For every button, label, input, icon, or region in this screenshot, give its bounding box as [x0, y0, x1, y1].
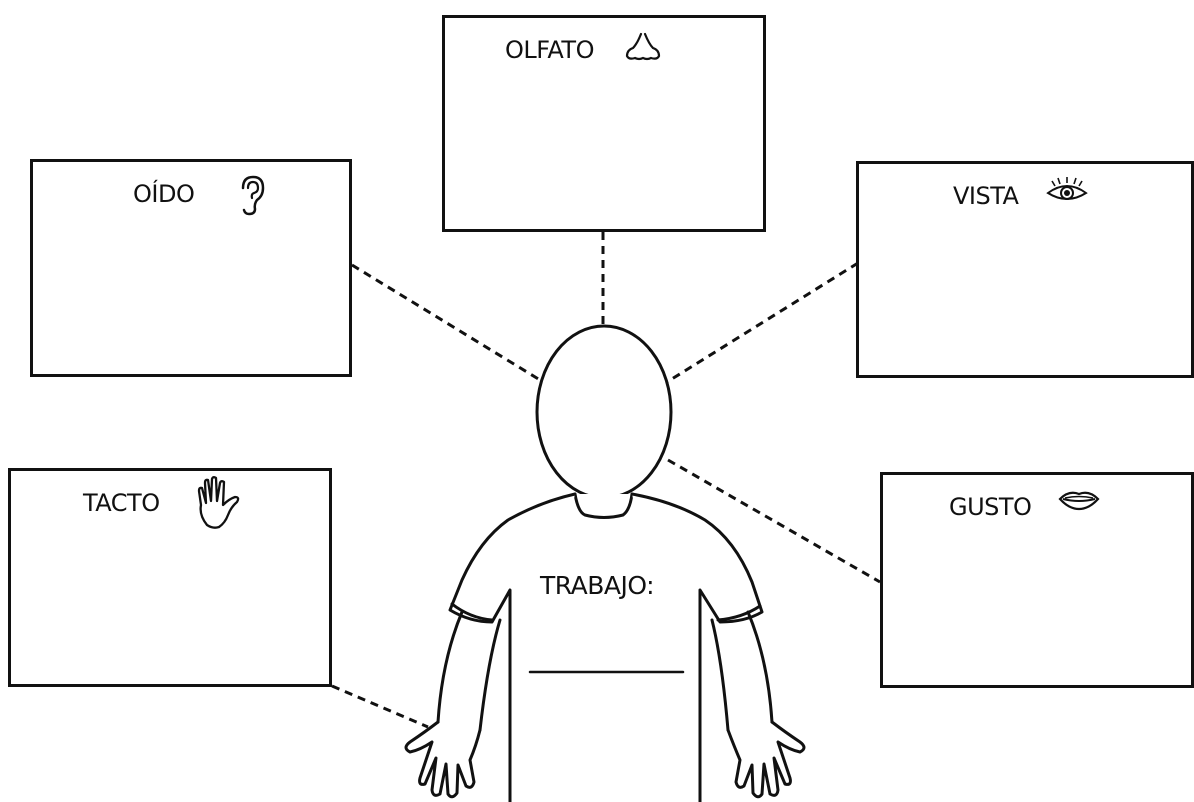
connector-tacto [331, 684, 429, 729]
olfato-label: OLFATO [505, 36, 594, 64]
person-neck [573, 492, 634, 519]
nose-icon [625, 32, 661, 61]
person [404, 324, 806, 802]
tacto-label: TACTO [83, 489, 160, 517]
connector-vista [666, 261, 859, 384]
eye-icon [1046, 177, 1088, 200]
shirt-label: TRABAJO: [540, 571, 655, 600]
oido-label: OÍDO [133, 180, 195, 208]
person-left-arm [436, 610, 502, 732]
gusto-label: GUSTO [949, 493, 1032, 521]
person-left-hand [404, 720, 482, 799]
gusto-box[interactable]: GUSTO [880, 472, 1194, 688]
person-shirt [448, 492, 764, 802]
person-right-hand [726, 720, 806, 799]
tacto-box[interactable]: TACTO [8, 468, 332, 687]
connector-gusto [667, 458, 881, 584]
answer-blank[interactable] [530, 640, 683, 670]
oido-box[interactable]: OÍDO [30, 159, 352, 377]
connector-oido [351, 263, 541, 382]
vista-label: VISTA [953, 182, 1019, 210]
vista-box[interactable]: VISTA [856, 161, 1194, 378]
person-right-arm [710, 610, 774, 732]
hand-icon [197, 476, 240, 529]
olfato-box[interactable]: OLFATO [442, 15, 766, 232]
person-head [535, 324, 673, 500]
mouth-icon [1058, 491, 1100, 511]
ear-icon [241, 175, 265, 216]
